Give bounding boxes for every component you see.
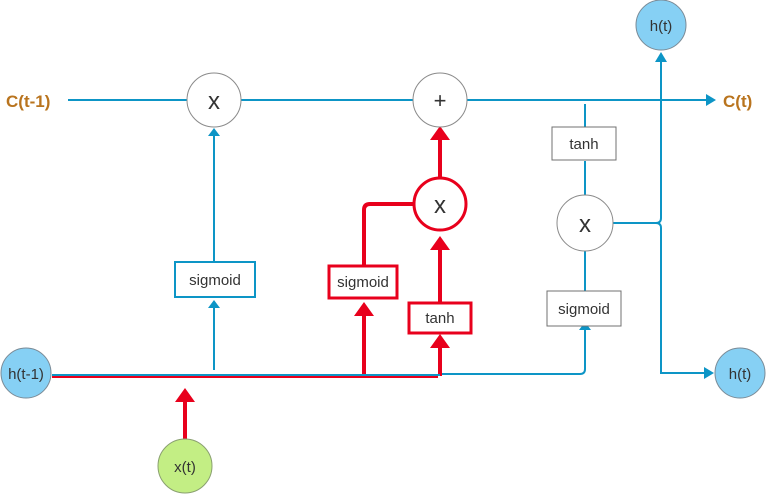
input-gate-box: sigmoid (327, 264, 399, 300)
cell-add-node: + (412, 72, 468, 128)
forget-gate-label: sigmoid (189, 272, 241, 289)
cell-tanh-label: tanh (569, 136, 598, 153)
cell-add-symbol: + (434, 88, 447, 113)
h-out-right-node: h(t) (714, 347, 766, 399)
output-gate-line (440, 330, 586, 375)
candidate-box: tanh (407, 301, 473, 335)
h-out-top-node: h(t) (635, 0, 687, 51)
c-prev-label: C(t-1) (6, 92, 50, 111)
x-input-label: x(t) (174, 459, 196, 476)
input-gate-arrow (354, 302, 374, 316)
forget-multiply-symbol: x (208, 88, 220, 115)
h-out-right-label: h(t) (729, 366, 752, 383)
forget-gate-arrow (208, 300, 220, 308)
candidate-arrow (430, 334, 450, 348)
input-gate-to-multiply-line (362, 202, 413, 268)
input-multiply-symbol: x (434, 192, 446, 219)
output-multiply-node: x (556, 194, 614, 252)
h-prev-label: h(t-1) (8, 366, 44, 383)
input-gate-label: sigmoid (337, 274, 389, 291)
c-next-label: C(t) (723, 92, 752, 111)
candidate-label: tanh (425, 310, 454, 327)
input-multiply-arrow (430, 236, 450, 250)
h-right-arrow (704, 367, 714, 379)
forget-gate-box: sigmoid (174, 261, 256, 298)
output-branch-line (612, 60, 662, 224)
add-arrow (430, 126, 450, 140)
output-gate-box: sigmoid (546, 290, 622, 327)
h-prev-node: h(t-1) (0, 347, 52, 399)
cell-state-arrow (706, 94, 716, 106)
h-top-arrow (655, 52, 667, 62)
input-multiply-node: x (412, 176, 468, 232)
x-input-node: x(t) (157, 438, 213, 494)
h-out-top-label: h(t) (650, 18, 673, 35)
cell-tanh-box: tanh (551, 126, 617, 161)
output-gate-label: sigmoid (558, 301, 610, 318)
x-input-arrow (175, 388, 195, 402)
forget-multiply-node: x (186, 72, 242, 128)
output-down-line (655, 222, 706, 374)
blue-connections (68, 52, 716, 379)
forget-multiply-arrow (208, 128, 220, 136)
output-multiply-symbol: x (579, 211, 591, 238)
